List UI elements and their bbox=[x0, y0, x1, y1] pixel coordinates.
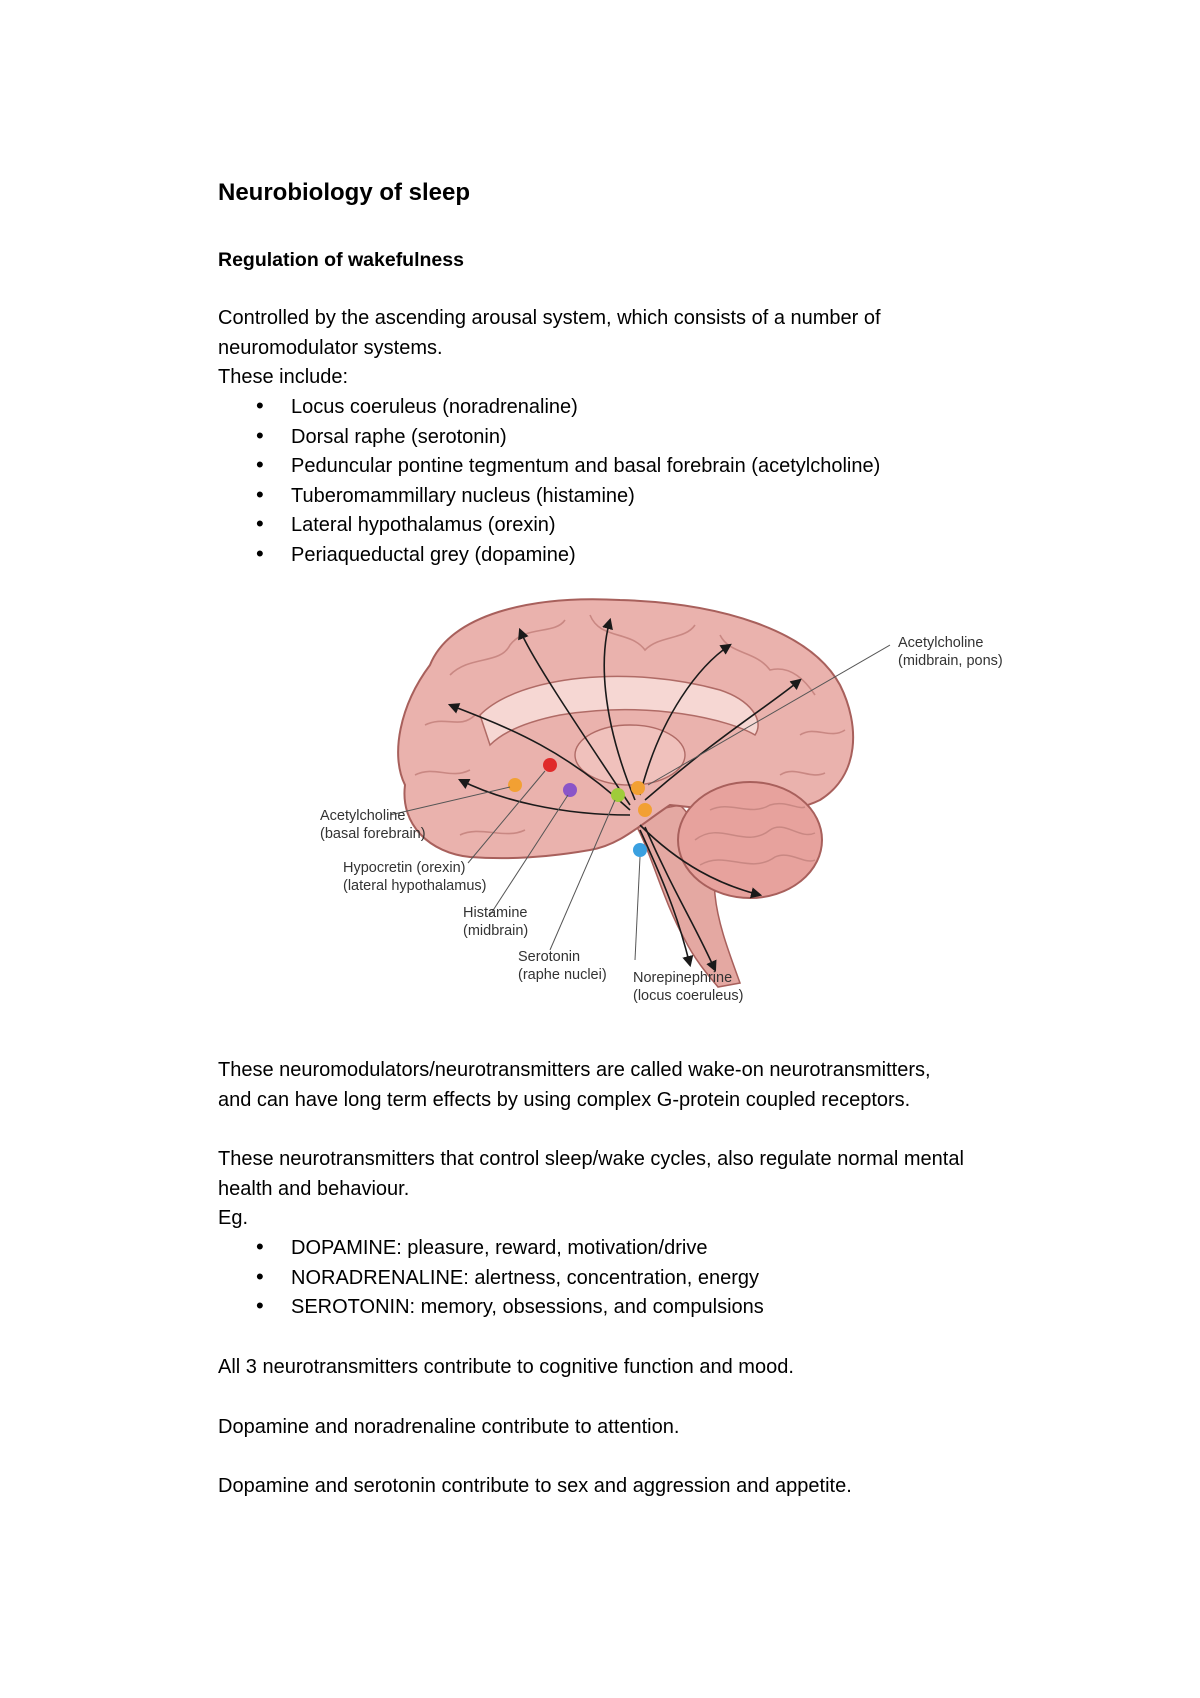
neurotransmitter-effects-list: DOPAMINE: pleasure, reward, motivation/d… bbox=[218, 1232, 764, 1323]
serotonin-nucleus bbox=[611, 788, 625, 802]
gyri-lines bbox=[414, 614, 846, 836]
list-item: Lateral hypothalamus (orexin) bbox=[218, 509, 880, 541]
intro-line: neuromodulator systems. bbox=[218, 336, 443, 359]
label-histamine: Histamine bbox=[463, 905, 527, 921]
label-histamine-sub: (midbrain) bbox=[463, 923, 528, 939]
list-item: Locus coeruleus (noradrenaline) bbox=[218, 391, 880, 423]
section-heading: Regulation of wakefulness bbox=[218, 249, 464, 271]
paragraph-line: health and behaviour. bbox=[218, 1177, 410, 1200]
intro-paragraph: Controlled by the ascending arousal syst… bbox=[218, 304, 1098, 393]
cerebellum bbox=[677, 781, 823, 899]
label-norepinephrine-sub: (locus coeruleus) bbox=[633, 988, 743, 1004]
list-item: Peduncular pontine tegmentum and basal f… bbox=[218, 450, 880, 482]
ach-midbrain-nucleus bbox=[631, 781, 645, 795]
page-title: Neurobiology of sleep bbox=[218, 179, 471, 206]
label-norepinephrine: Norepinephrine bbox=[633, 970, 732, 986]
ach-basal-nucleus bbox=[508, 778, 522, 792]
brain-arousal-figure: Acetylcholine (midbrain, pons) Acetylcho… bbox=[300, 595, 1020, 1015]
attention-paragraph: Dopamine and noradrenaline contribute to… bbox=[218, 1416, 680, 1438]
label-ach-midbrain-sub: (midbrain, pons) bbox=[898, 653, 1003, 669]
list-item: Dorsal raphe (serotonin) bbox=[218, 421, 880, 453]
list-item: NORADRENALINE: alertness, concentration,… bbox=[218, 1262, 764, 1294]
nuclei bbox=[508, 758, 652, 857]
list-item: DOPAMINE: pleasure, reward, motivation/d… bbox=[218, 1232, 764, 1264]
ach-pons-nucleus bbox=[638, 803, 652, 817]
appetite-paragraph: Dopamine and serotonin contribute to sex… bbox=[218, 1475, 852, 1497]
brain-diagram: Acetylcholine (midbrain, pons) Acetylcho… bbox=[320, 598, 1003, 1004]
cognitive-paragraph: All 3 neurotransmitters contribute to co… bbox=[218, 1356, 794, 1378]
paragraph-line: These neuromodulators/neurotransmitters … bbox=[218, 1059, 931, 1081]
histamine-nucleus bbox=[563, 783, 577, 797]
leader-lines bbox=[389, 644, 891, 961]
paragraph-line: and can have long term effects by using … bbox=[218, 1088, 911, 1111]
hypocretin-nucleus bbox=[543, 758, 557, 772]
intro-line: Controlled by the ascending arousal syst… bbox=[218, 307, 881, 329]
label-ach-basal: Acetylcholine bbox=[320, 808, 405, 824]
label-hypocretin-sub: (lateral hypothalamus) bbox=[343, 878, 486, 894]
arousal-systems-list: Locus coeruleus (noradrenaline) Dorsal r… bbox=[218, 391, 880, 571]
label-ach-midbrain: Acetylcholine bbox=[898, 635, 983, 651]
thalamus bbox=[574, 724, 686, 786]
arousal-pathways bbox=[447, 617, 802, 973]
list-item: Tuberomammillary nucleus (histamine) bbox=[218, 480, 880, 512]
list-item: Periaqueductal grey (dopamine) bbox=[218, 539, 880, 571]
norepinephrine-nucleus bbox=[633, 843, 647, 857]
paragraph-line: Eg. bbox=[218, 1207, 249, 1229]
label-ach-basal-sub: (basal forebrain) bbox=[320, 826, 426, 842]
corpus-callosum bbox=[479, 675, 759, 747]
wake-on-paragraph: These neuromodulators/neurotransmitters … bbox=[218, 1056, 1098, 1115]
label-serotonin-sub: (raphe nuclei) bbox=[518, 967, 607, 983]
label-serotonin: Serotonin bbox=[518, 949, 580, 965]
label-hypocretin: Hypocretin (orexin) bbox=[343, 860, 466, 876]
intro-line: These include: bbox=[218, 366, 349, 388]
list-item: SEROTONIN: memory, obsessions, and compu… bbox=[218, 1291, 764, 1323]
mental-health-paragraph: These neurotransmitters that control sle… bbox=[218, 1145, 1098, 1234]
paragraph-line: These neurotransmitters that control sle… bbox=[218, 1148, 964, 1170]
